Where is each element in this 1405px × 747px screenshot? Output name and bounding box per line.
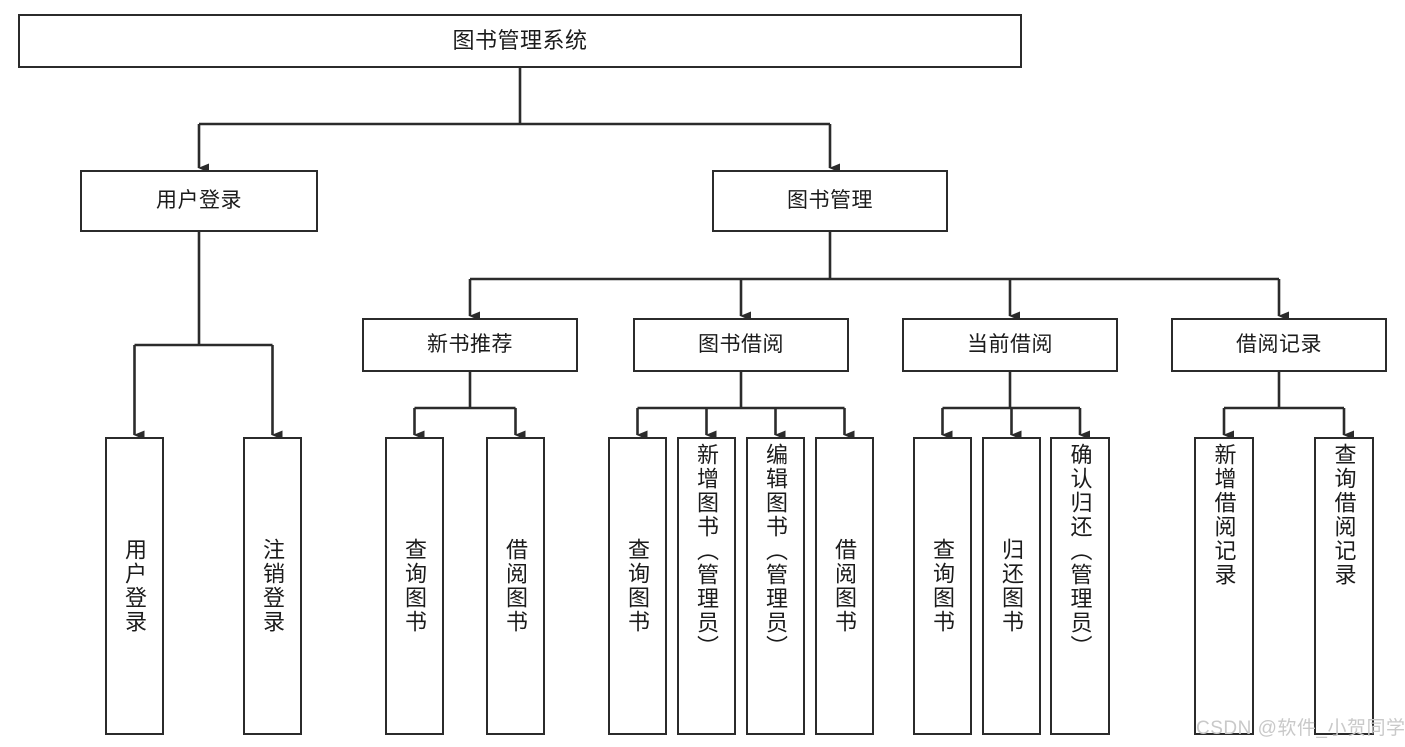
node-label: 用户登录 [122,538,148,634]
node-leaf_cl_query[interactable]: 查询图书 [913,437,972,735]
node-book_mgmt[interactable]: 图书管理 [712,170,948,232]
node-label: 查询图书 [402,538,428,634]
node-label: 新书推荐 [427,332,513,356]
node-label: 借阅图书 [832,538,858,634]
node-leaf_lr_add[interactable]: 新增借阅记录 [1194,437,1254,735]
node-leaf_bb_borrow[interactable]: 借阅图书 [815,437,874,735]
node-leaf_bb_add[interactable]: 新增图书（管理员） [677,437,736,735]
node-label: 查询图书 [930,538,956,634]
node-loan_record[interactable]: 借阅记录 [1171,318,1387,372]
node-current_loan[interactable]: 当前借阅 [902,318,1118,372]
node-leaf_logout[interactable]: 注销登录 [243,437,302,735]
node-root[interactable]: 图书管理系统 [18,14,1022,68]
node-leaf_cl_return[interactable]: 归还图书 [982,437,1041,735]
node-leaf_bb_query[interactable]: 查询图书 [608,437,667,735]
node-leaf_nb_borrow[interactable]: 借阅图书 [486,437,545,735]
node-label: 当前借阅 [967,332,1053,356]
node-label: 查询图书 [625,538,651,634]
node-label: 图书管理 [787,188,873,212]
node-label: 图书管理系统 [452,28,588,54]
node-label: 图书借阅 [698,332,784,356]
node-borrow_book[interactable]: 图书借阅 [633,318,849,372]
node-label: 新增图书（管理员） [694,443,720,659]
node-label: 查询借阅记录 [1331,443,1357,587]
node-label: 编辑图书（管理员） [763,443,789,659]
node-leaf_lr_query[interactable]: 查询借阅记录 [1314,437,1374,735]
node-label: 归还图书 [999,538,1025,634]
node-label: 新增借阅记录 [1211,443,1237,587]
node-leaf_login[interactable]: 用户登录 [105,437,164,735]
node-label: 确认归还（管理员） [1067,443,1093,659]
node-label: 注销登录 [260,538,286,634]
node-label: 借阅记录 [1236,332,1322,356]
node-label: 用户登录 [156,188,242,212]
node-leaf_bb_edit[interactable]: 编辑图书（管理员） [746,437,805,735]
csdn-watermark: CSDN @软件_小贺同学 [1196,718,1405,739]
node-label: 借阅图书 [503,538,529,634]
node-user_login[interactable]: 用户登录 [80,170,318,232]
node-new_books[interactable]: 新书推荐 [362,318,578,372]
node-leaf_cl_confirm[interactable]: 确认归还（管理员） [1050,437,1110,735]
node-leaf_nb_query[interactable]: 查询图书 [385,437,444,735]
